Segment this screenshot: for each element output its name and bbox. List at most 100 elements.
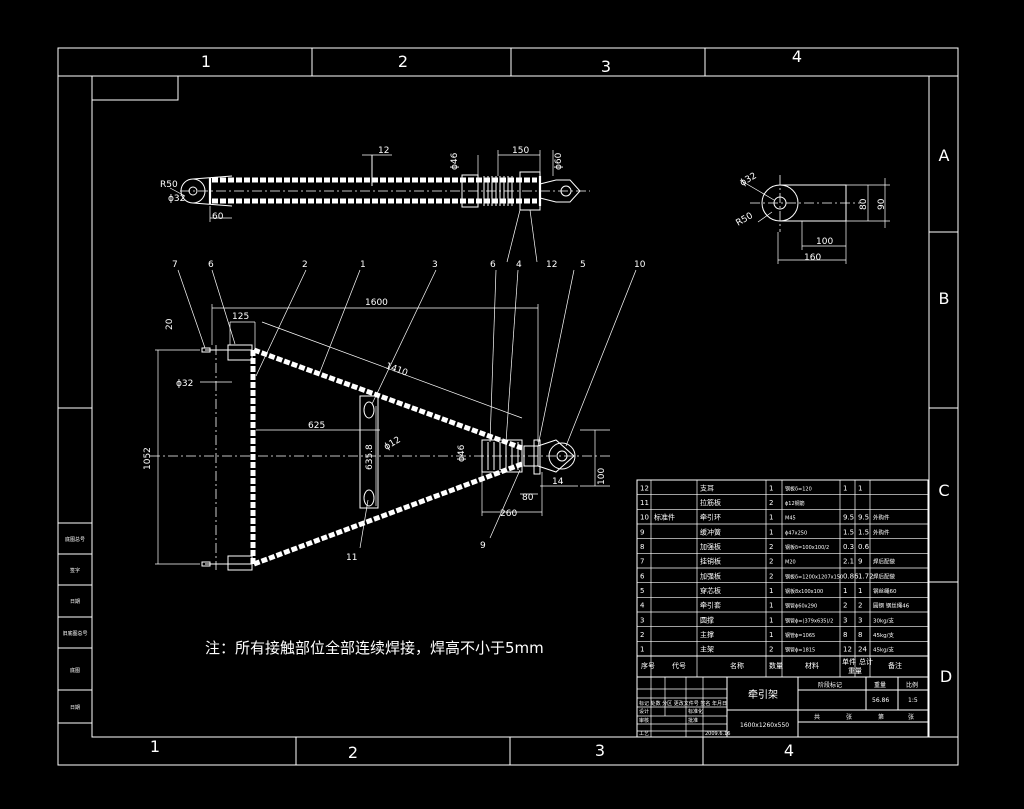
dim-14: 14 xyxy=(552,477,564,487)
bom-cell-qty: 2 xyxy=(769,646,773,654)
bom-cell-spec: ϕ12钢筋 xyxy=(785,500,805,507)
top-view-dims: R50 ϕ32 60 12 ϕ46 150 ϕ60 xyxy=(160,146,564,222)
bom-header-qty: 数量 xyxy=(769,661,783,670)
bom-cell-qty: 1 xyxy=(769,528,773,536)
callout-12: 12 xyxy=(546,260,557,270)
col-label-top-4: 4 xyxy=(792,47,802,66)
drawing-number: 1600x1260x550 xyxy=(740,722,789,729)
left-strip-label: 日期 xyxy=(70,599,80,605)
bom-cell-no: 1 xyxy=(640,646,644,654)
bom-cell-spec: 钢管ϕ60x290 xyxy=(785,603,817,610)
bom-cell-no: 5 xyxy=(640,587,644,595)
bom-cell-b: 1 xyxy=(858,484,862,492)
row-label-a: A xyxy=(939,146,950,165)
callout-5: 5 xyxy=(580,260,586,270)
bom-grid xyxy=(636,480,929,677)
dim-r50: R50 xyxy=(160,180,178,190)
bom-header: 序号 代号 名称 数量 材料 单件 总计 重量 备注 xyxy=(637,655,928,675)
scale-label: 比例 xyxy=(906,681,918,689)
bom-cell-note: 焊后配做 xyxy=(873,572,896,580)
role-process: 工艺 xyxy=(639,731,649,737)
weight-label: 重量 xyxy=(874,681,886,689)
role-standard: 标准化 xyxy=(688,708,703,715)
dim-80: 80 xyxy=(859,198,869,210)
dim-100: 100 xyxy=(816,237,833,247)
callout-3: 3 xyxy=(432,260,438,270)
col-label-top-2: 2 xyxy=(398,52,408,71)
bom-cell-qty: 2 xyxy=(769,499,773,507)
bom-cell-qty: 1 xyxy=(769,602,773,610)
col-label-bottom-1: 1 xyxy=(150,737,160,756)
left-strip-label: 底图 xyxy=(70,667,80,674)
bom-header-code: 代号 xyxy=(672,661,686,670)
bom-cell-b: 9 xyxy=(858,558,862,566)
dim-d32: ϕ32 xyxy=(168,194,185,204)
col-label-top-1: 1 xyxy=(201,52,211,71)
bom-cell-a: 1 xyxy=(843,484,847,492)
bom-cell-name: 挂销板 xyxy=(700,557,721,566)
dim-60: 60 xyxy=(212,212,224,222)
stage-mark-label: 阶段标记 xyxy=(818,681,842,689)
bom-cell-note: 外购件 xyxy=(873,528,890,536)
bom-cell-a: 0.3 xyxy=(843,543,854,551)
bom-cell-no: 7 xyxy=(640,558,644,566)
bom-cell-no: 2 xyxy=(640,631,644,639)
front-view xyxy=(150,269,637,571)
bom-header-material: 材料 xyxy=(805,661,819,670)
bom-cell-name: 牵引套 xyxy=(700,601,721,610)
bom-cell-b: 0.6 xyxy=(858,543,870,551)
col-label-top-3: 3 xyxy=(601,57,611,76)
scale-value: 1:5 xyxy=(908,697,918,704)
bom-cell-spec: 钢板8x100x100 xyxy=(785,588,823,595)
dim-d46: ϕ46 xyxy=(450,152,460,170)
detail-view xyxy=(739,175,890,264)
bom-cell-a: 8 xyxy=(843,631,847,639)
dim-260: 260 xyxy=(500,509,517,519)
dim-1600: 1600 xyxy=(365,298,388,308)
role-review: 审核 xyxy=(639,717,649,724)
revision-row: 标记 处数 分区 更改文件号 签名 年月日 xyxy=(639,700,727,707)
title-block xyxy=(636,676,929,738)
bom-cell-a: 1 xyxy=(843,587,847,595)
bom-cell-note: 钢丝绳60 xyxy=(873,587,897,595)
callout-1: 1 xyxy=(360,260,366,270)
callout-7: 7 xyxy=(172,260,178,270)
bom-cell-name: 主架 xyxy=(700,645,714,654)
bom-cell-qty: 2 xyxy=(769,572,773,580)
bom-cell-code: 标准件 xyxy=(654,513,675,522)
bom-header-unit: 单件 xyxy=(842,657,856,666)
left-strip: 底图总号 签字 日期 旧底图总号 底图 日期 xyxy=(57,522,93,724)
dim-12: 12 xyxy=(378,146,389,156)
sheet-total: 共 xyxy=(814,713,820,721)
bom-cell-b: 1.5 xyxy=(858,528,869,536)
sheet-current-unit: 张 xyxy=(908,713,914,721)
bom-cell-no: 6 xyxy=(640,572,645,580)
bom-cell-qty: 1 xyxy=(769,484,773,492)
dim-150: 150 xyxy=(512,146,529,156)
row-label-b: B xyxy=(939,289,950,308)
dim-100: 100 xyxy=(597,468,607,485)
dim-d32: ϕ32 xyxy=(739,171,759,188)
bom-cell-a: 2.1 xyxy=(843,558,854,566)
bom-cell-qty: 2 xyxy=(769,558,773,566)
bom-header-no: 序号 xyxy=(641,661,655,670)
callout-4: 4 xyxy=(516,260,522,270)
col-label-bottom-3: 3 xyxy=(595,741,605,760)
bom-cell-spec: ϕ47x250 xyxy=(785,530,807,536)
bom-cell-qty: 1 xyxy=(769,616,773,624)
bom-cell-a: 9.5 xyxy=(843,514,854,522)
bom-cell-name: 穿芯板 xyxy=(700,586,721,595)
dim-80: 80 xyxy=(522,493,534,503)
bom-cell-a: 2 xyxy=(843,602,847,610)
bom-cell-note: 45kg/支 xyxy=(873,631,895,639)
dim-90: 90 xyxy=(877,198,887,210)
bom-header-total: 总计 xyxy=(859,657,873,666)
bom-cell-spec: M20 xyxy=(785,560,796,566)
dim-d60: ϕ60 xyxy=(554,152,564,170)
bom-cell-qty: 1 xyxy=(769,631,773,639)
bom-cell-b: 3 xyxy=(858,616,862,624)
callout-6: 6 xyxy=(208,260,214,270)
bom-cell-spec: 钢板δ=120 xyxy=(785,485,812,492)
